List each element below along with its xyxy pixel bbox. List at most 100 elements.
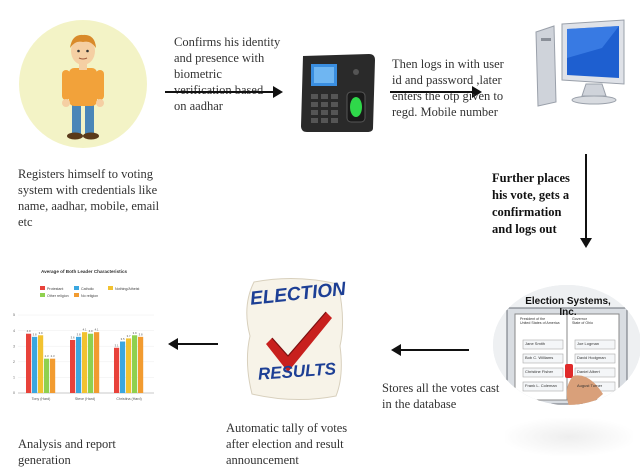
register-line: system with credentials like — [18, 183, 158, 197]
ballot-right-candidates: Joe Logman David Hodgman Daniel Albert A… — [577, 341, 606, 397]
ballot-candidate: Jane Smith — [525, 341, 546, 346]
ballot-candidate: Christine Fisher — [525, 369, 554, 374]
register-line: Registers himself to voting — [18, 167, 154, 181]
arrow-scanner-to-computer — [390, 86, 482, 98]
ballot-candidate: Bob C. Williams — [525, 355, 554, 360]
analysis-line: generation — [18, 453, 71, 467]
verify-line: verification based — [174, 83, 264, 97]
legend-swatch — [40, 293, 45, 297]
chart-bar — [26, 333, 32, 393]
register-line: name, aadhar, mobile, email — [18, 199, 160, 213]
legend-label: Other religion — [47, 294, 69, 298]
x-category-label: Christina (Hard) — [116, 397, 141, 401]
login-line: Then logs in with user — [392, 57, 504, 71]
analysis-chart-svg: Average of Both Leader CharacteristicsPr… — [13, 269, 154, 401]
chart-bar — [76, 336, 82, 393]
chart-bar — [114, 347, 120, 393]
bar-value-label: 3.8 — [33, 332, 37, 336]
tally-line: Automatic tally of votes — [226, 421, 348, 435]
register-line: etc — [18, 215, 33, 229]
legend-swatch — [108, 286, 113, 290]
arrow-verify-to-scanner — [165, 86, 283, 98]
store-description: Stores all the votes cast in the databas… — [382, 380, 512, 412]
election-results-badge: ELECTION RESULTS — [240, 276, 350, 404]
chart-bar — [138, 336, 144, 393]
verify-description: Confirms his identity and presence with … — [174, 34, 289, 114]
chart-bar — [38, 335, 44, 393]
voter-illustration — [17, 18, 149, 150]
x-category-label: Steve (Hard) — [75, 397, 95, 401]
x-category-label: Tony (Hard) — [32, 397, 51, 401]
store-line: Stores all the votes cast — [382, 381, 500, 395]
bar-value-label: 4.1 — [95, 328, 99, 332]
ballot-candidate: Frank L. Coleman — [525, 383, 557, 388]
ballot-right-header: Governor State of Ohio — [572, 317, 593, 325]
ballot-right-header-line: Governor — [572, 317, 587, 321]
legend-label: No religion — [81, 294, 98, 298]
store-line: in the database — [382, 397, 457, 411]
arrow-results-to-analysis — [168, 338, 218, 350]
ballot-left-candidates: Jane Smith Bob C. Williams Christine Fis… — [525, 341, 557, 397]
bar-value-label: 4.0 — [89, 329, 93, 333]
ballot-right-header-line: State of Ohio — [572, 321, 593, 326]
tally-description: Automatic tally of votes after election … — [226, 420, 376, 468]
bar-value-label: 3.9 — [133, 331, 137, 335]
ballot-reflection — [505, 418, 633, 456]
vote-description: Further places his vote, gets a confirma… — [492, 170, 602, 238]
chart-bar — [82, 332, 88, 393]
bar-value-label: 3.8 — [139, 332, 143, 336]
y-tick-label: 0 — [13, 391, 15, 395]
legend-label: Nothing/Atheist — [115, 287, 139, 291]
legend-label: Catholic — [81, 287, 94, 291]
ballot-left-header-line: United States of America — [520, 321, 560, 326]
bar-value-label: 3.5 — [121, 337, 125, 341]
verify-line: Confirms his identity — [174, 35, 281, 49]
chart-bar — [120, 341, 126, 393]
bar-value-label: 3.9 — [39, 331, 43, 335]
ballot-candidate: David Hodgman — [577, 355, 606, 360]
bar-value-label: 2.3 — [51, 354, 55, 358]
chart-bar — [88, 333, 94, 393]
ballot-candidate: August Turner — [577, 383, 603, 388]
ballot-left-header: President of the United States of Americ… — [520, 317, 560, 325]
analysis-line: Analysis and report — [18, 437, 116, 451]
login-line: enters the otp given to — [392, 89, 504, 103]
ballot-title: Election Systems, Inc. — [525, 296, 611, 318]
y-tick-label: 3 — [13, 344, 15, 348]
bar-value-label: 3.7 — [127, 334, 131, 338]
y-tick-label: 2 — [13, 360, 15, 364]
chart-bar — [132, 335, 138, 393]
chart-bar — [32, 336, 38, 393]
bar-value-label: 3.1 — [115, 343, 119, 347]
vote-line: confirmation — [492, 205, 562, 219]
bar-value-label: 4.0 — [27, 329, 31, 333]
login-line: regd. Mobile number — [392, 105, 498, 119]
legend-swatch — [74, 293, 79, 297]
computer-icon — [532, 18, 628, 110]
ballot-candidate: Joe Logman — [577, 341, 600, 346]
verify-line: biometric — [174, 67, 222, 81]
biometric-scanner-icon — [297, 52, 377, 134]
bar-value-label: 4.1 — [83, 328, 87, 332]
chart-bar — [44, 358, 50, 393]
bar-value-label: 2.3 — [45, 354, 49, 358]
vote-line: and logs out — [492, 222, 557, 236]
tally-line: after election and result — [226, 437, 344, 451]
register-description: Registers himself to voting system with … — [18, 166, 188, 230]
legend-label: Protestant — [47, 287, 63, 291]
analysis-description: Analysis and report generation — [18, 436, 158, 468]
chart-bar — [50, 358, 56, 393]
vote-line: his vote, gets a — [492, 188, 570, 202]
chart-bar — [70, 339, 76, 393]
bar-value-label: 3.6 — [71, 335, 75, 339]
vote-line: Further places — [492, 171, 570, 185]
y-tick-label: 1 — [13, 376, 15, 380]
verify-line: on aadhar — [174, 99, 223, 113]
verify-line: and presence with — [174, 51, 265, 65]
y-tick-label: 4 — [13, 329, 15, 333]
chart-bar — [126, 338, 132, 393]
login-line: id and password ,later — [392, 73, 502, 87]
chart-title: Average of Both Leader Characteristics — [41, 269, 128, 274]
voting-machine-image: Election Systems, Inc. President of the … — [493, 284, 640, 406]
